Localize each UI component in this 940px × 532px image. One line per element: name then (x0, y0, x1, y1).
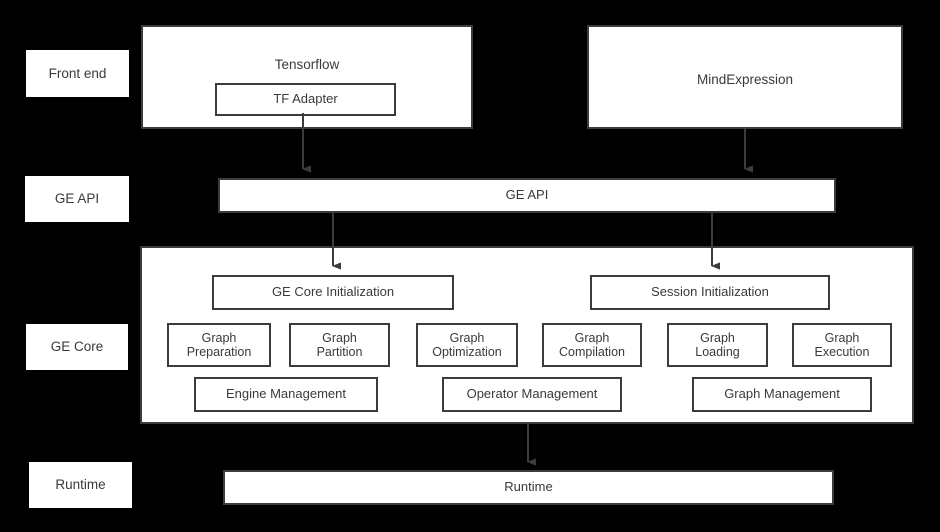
layer-label-ge-core: GE Core (26, 324, 128, 370)
layer-label-front-end-text: Front end (48, 65, 107, 81)
management-graph-label: Graph Management (724, 386, 840, 402)
management-engine-label: Engine Management (226, 386, 346, 402)
ge-api-bar-label: GE API (505, 187, 549, 203)
module-graph-execution[interactable]: Graph Execution (792, 323, 892, 367)
module-graph-optimization-line2: Optimization (432, 345, 502, 359)
runtime-bar[interactable]: Runtime (223, 470, 834, 505)
module-graph-partition-line1: Graph (322, 330, 357, 345)
tensorflow-title: Tensorflow (274, 57, 340, 72)
layer-label-ge-api: GE API (25, 176, 129, 222)
layer-label-runtime: Runtime (29, 462, 132, 508)
tf-adapter-box[interactable]: TF Adapter (215, 83, 396, 116)
module-graph-preparation-line2: Preparation (186, 345, 252, 359)
management-operator-label: Operator Management (466, 386, 598, 402)
mindexpression-container: MindExpression (587, 25, 903, 129)
module-graph-loading[interactable]: Graph Loading (667, 323, 768, 367)
session-initialization-box[interactable]: Session Initialization (590, 275, 830, 310)
mindexpression-title: MindExpression (696, 72, 794, 87)
module-graph-partition[interactable]: Graph Partition (289, 323, 390, 367)
module-graph-optimization-line1: Graph (449, 330, 485, 345)
management-engine[interactable]: Engine Management (194, 377, 378, 412)
module-graph-preparation[interactable]: Graph Preparation (167, 323, 271, 367)
module-graph-preparation-line1: Graph (201, 330, 237, 345)
ge-api-bar[interactable]: GE API (218, 178, 836, 213)
management-graph[interactable]: Graph Management (692, 377, 872, 412)
ge-core-initialization-label: GE Core Initialization (271, 284, 395, 300)
module-graph-execution-line2: Execution (814, 345, 870, 359)
module-graph-compilation[interactable]: Graph Compilation (542, 323, 642, 367)
layer-label-ge-api-text: GE API (54, 191, 100, 207)
module-graph-compilation-line1: Graph (574, 330, 610, 345)
management-operator[interactable]: Operator Management (442, 377, 622, 412)
module-graph-loading-line1: Graph (700, 330, 735, 345)
module-graph-optimization[interactable]: Graph Optimization (416, 323, 518, 367)
module-graph-compilation-line2: Compilation (558, 345, 625, 359)
ge-core-container: GE Core Initialization Session Initializ… (140, 246, 914, 424)
module-graph-execution-line1: Graph (824, 330, 860, 345)
session-initialization-label: Session Initialization (651, 284, 769, 300)
runtime-bar-label: Runtime (504, 479, 553, 495)
layer-label-runtime-text: Runtime (55, 477, 106, 493)
layer-label-ge-core-text: GE Core (50, 339, 104, 355)
module-graph-loading-line2: Loading (695, 345, 740, 359)
ge-core-initialization-box[interactable]: GE Core Initialization (212, 275, 454, 310)
tensorflow-container: Tensorflow TF Adapter (141, 25, 473, 129)
module-graph-partition-line2: Partition (316, 345, 363, 359)
layer-label-front-end: Front end (26, 50, 129, 97)
tf-adapter-label: TF Adapter (273, 91, 338, 107)
